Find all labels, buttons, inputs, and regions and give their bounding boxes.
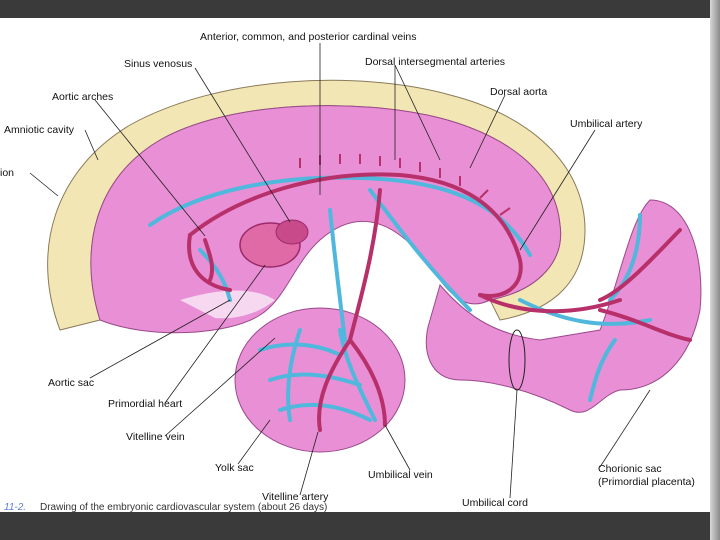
label-primordial-heart: Primordial heart [108,398,182,410]
caption-text: Drawing of the embryonic cardiovascular … [40,502,327,513]
label-aortic-arches: Aortic arches [52,91,113,103]
label-aortic-sac: Aortic sac [48,377,94,389]
label-yolk-sac: Yolk sac [215,462,254,474]
label-primordial-placenta: (Primordial placenta) [598,476,695,488]
label-vitelline-vein: Vitelline vein [126,431,185,443]
label-umbilical-cord: Umbilical cord [462,497,528,509]
label-dorsal-aorta: Dorsal aorta [490,86,547,98]
right-frame-edge [710,0,720,540]
label-amnion: ion [0,167,14,179]
label-chorionic-sac: Chorionic sac [598,463,662,475]
label-cardinal-veins: Anterior, common, and posterior cardinal… [200,31,417,43]
label-amniotic-cavity: Amniotic cavity [4,124,75,136]
label-umbilical-artery: Umbilical artery [570,118,643,130]
sinus-venosus-bulb [276,220,308,244]
label-sinus-venosus: Sinus venosus [124,58,192,70]
caption-figure-number: 11-2. [4,502,26,513]
label-intersegmental-arteries: Dorsal intersegmental arteries [365,56,505,68]
label-umbilical-vein: Umbilical vein [368,469,433,481]
